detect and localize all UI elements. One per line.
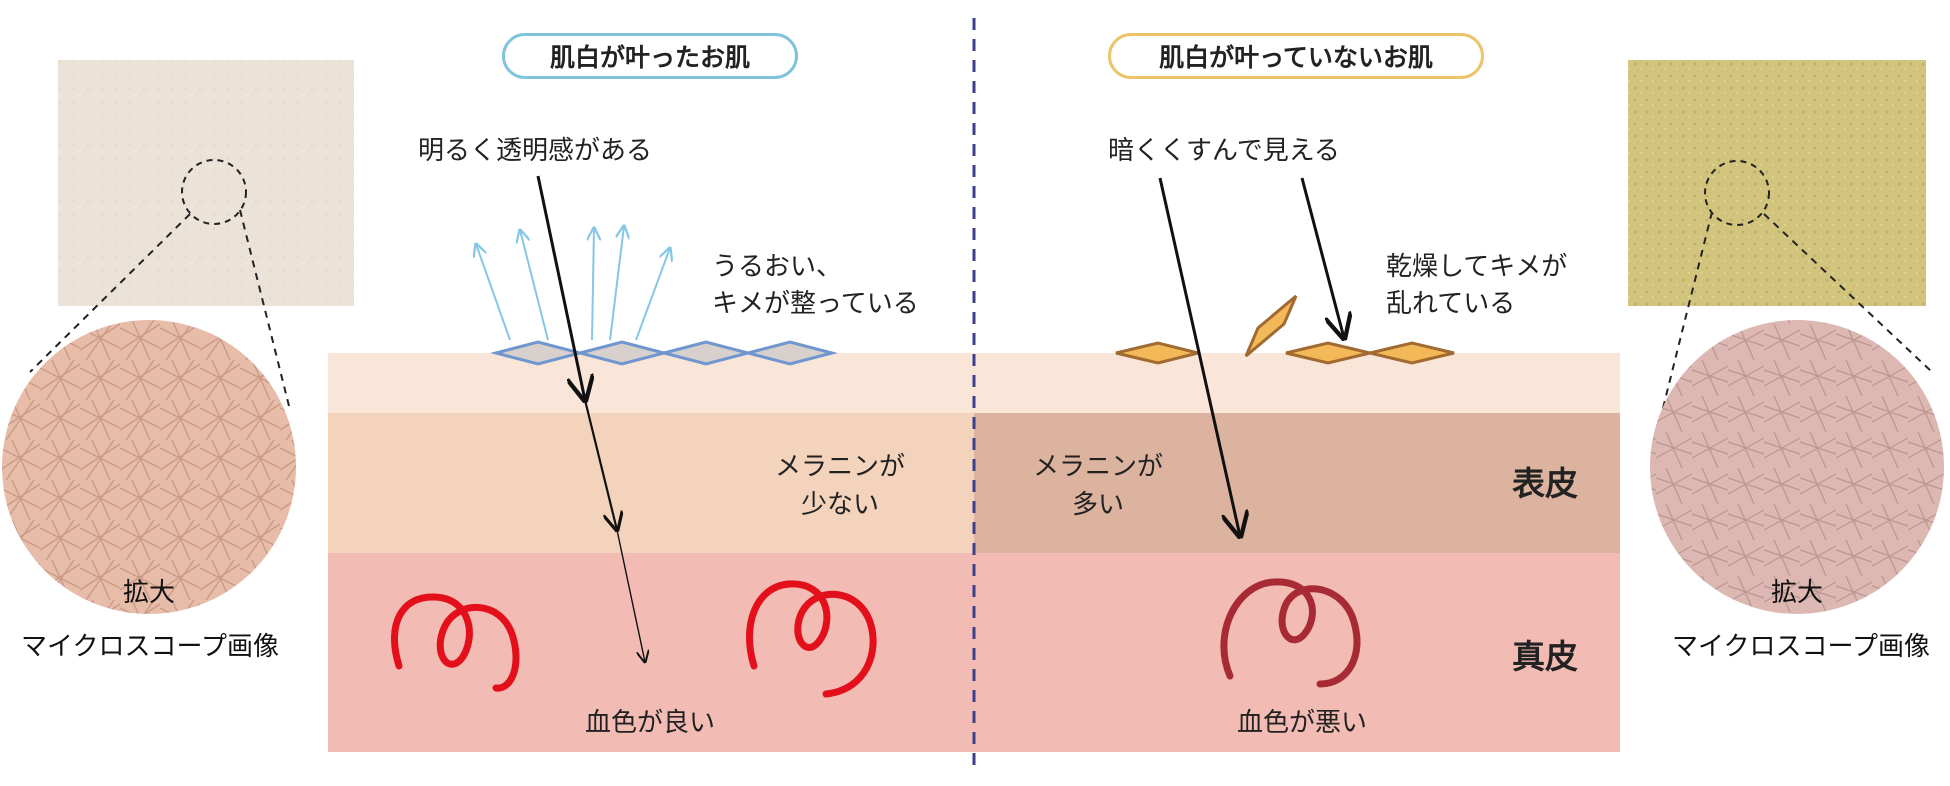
zoom-label-good: 拡大 xyxy=(99,572,199,609)
melanin-label-good-1: メラニンが xyxy=(760,448,920,486)
layer-label-epidermis: 表皮 xyxy=(1512,465,1578,503)
light-label-good: 明るく透明感がある xyxy=(418,132,652,170)
surface-label-bad-1: 乾燥してキメが xyxy=(1386,248,1567,286)
melanin-label-bad-2: 多い xyxy=(1018,486,1178,524)
blood-label-bad: 血色が悪い xyxy=(1212,704,1392,742)
heading-good-skin: 肌白が叶ったお肌 xyxy=(502,33,798,79)
microscope-image-bad xyxy=(1650,320,1944,614)
surface-label-good-2: キメが整っている xyxy=(712,285,919,323)
skin-photo-bad xyxy=(1628,60,1926,306)
heading-bad-skin: 肌白が叶っていないお肌 xyxy=(1108,33,1484,79)
surface-label-good-1: うるおい、 xyxy=(712,248,842,286)
melanin-label-bad-1: メラニンが xyxy=(1018,448,1178,486)
layer-label-dermis: 真皮 xyxy=(1512,638,1578,676)
photo-caption-bad: マイクロスコープ画像 xyxy=(1652,626,1950,663)
microscope-image-good xyxy=(2,320,296,614)
light-label-bad: 暗くくすんで見える xyxy=(1108,132,1340,170)
melanin-label-good-2: 少ない xyxy=(760,486,920,524)
surface-label-bad-2: 乱れている xyxy=(1386,285,1515,323)
reflected-light-rays xyxy=(476,226,670,340)
blood-label-good: 血色が良い xyxy=(560,704,740,742)
photo-caption-good: マイクロスコープ画像 xyxy=(0,626,300,663)
zoom-label-bad: 拡大 xyxy=(1747,572,1847,609)
skin-photo-good xyxy=(58,60,354,306)
